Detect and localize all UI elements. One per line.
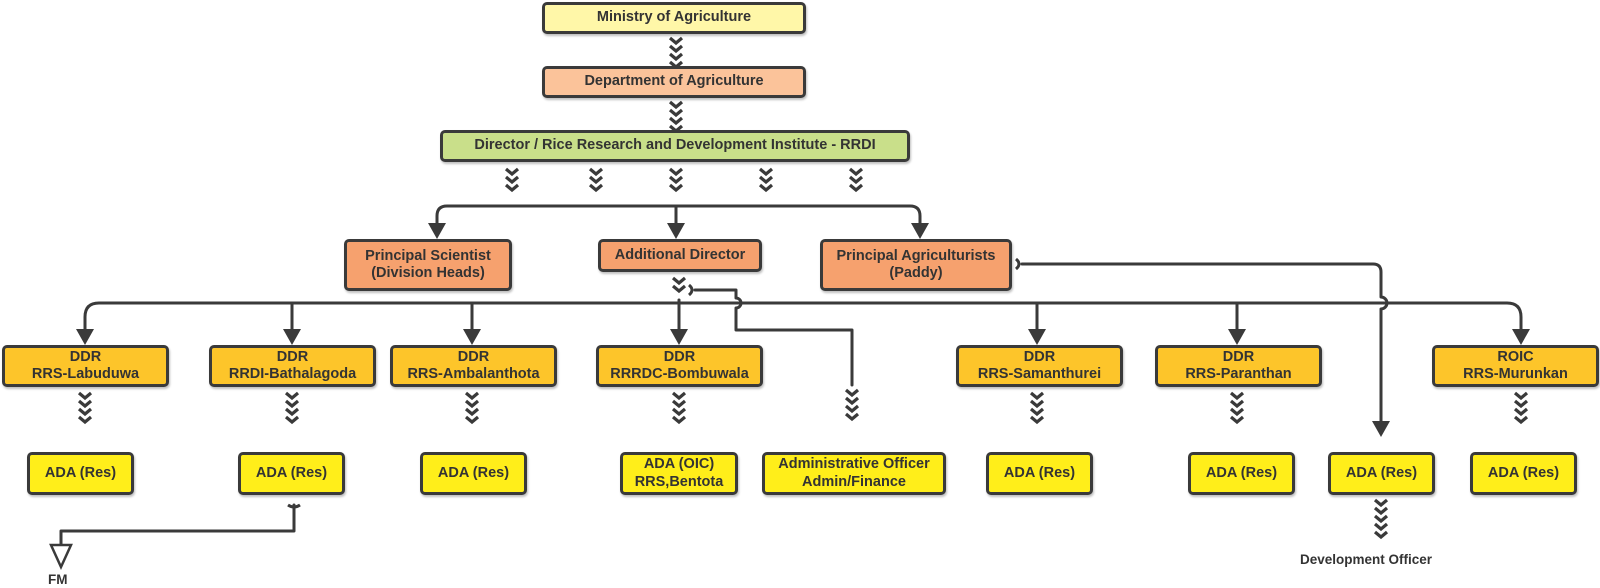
- ada-samanthurei-label: ADA (Res): [1003, 464, 1076, 481]
- director-box: Director / Rice Research and Development…: [440, 130, 910, 162]
- arrowhead-ada-extra: [1372, 421, 1390, 437]
- connector-agriculturists-to-ada: [1020, 262, 1389, 427]
- arrowhead-ddr-labuduwa: [76, 329, 94, 345]
- chevron-department-to-director: [668, 100, 684, 134]
- ada-bathalagoda-box: ADA (Res): [238, 452, 345, 495]
- ada-murunkan-box: ADA (Res): [1470, 452, 1577, 495]
- arrowhead-ddr-bombuwala: [670, 329, 688, 345]
- principal-scientist-title: Principal Scientist: [365, 247, 491, 264]
- fm-arrow-icon: [49, 543, 73, 571]
- ada-bentota-box: ADA (OIC) RRS,Bentota: [620, 452, 738, 495]
- ddr-paranthan-title: DDR: [1222, 348, 1255, 365]
- principal-scientist-box: Principal Scientist (Division Heads): [344, 239, 512, 291]
- ddr-bombuwala-box: DDR RRRDC-Bombuwala: [596, 345, 763, 387]
- roic-murunkan-title: ROIC: [1497, 348, 1534, 365]
- ministry-label: Ministry of Agriculture: [596, 9, 752, 26]
- admin-officer-subtitle: Admin/Finance: [802, 473, 906, 490]
- connector-ddr-bus: [83, 301, 1523, 337]
- ddr-labuduwa-station: RRS-Labuduwa: [31, 366, 140, 382]
- ada-murunkan-label: ADA (Res): [1487, 464, 1560, 481]
- ddr-labuduwa-box: DDR RRS-Labuduwa: [2, 345, 169, 387]
- ddr-labuduwa-title: DDR: [69, 348, 102, 365]
- ddr-samanthurei-box: DDR RRS-Samanthurei: [956, 345, 1123, 387]
- chevron-director-row-1: [504, 167, 520, 193]
- ada-extra-label: ADA (Res): [1345, 464, 1418, 481]
- chevron-ddr-to-ada-samanthurei: [1029, 391, 1045, 425]
- ddr-paranthan-station: RRS-Paranthan: [1185, 366, 1292, 382]
- admin-officer-box: Administrative Officer Admin/Finance: [762, 452, 946, 495]
- admin-officer-title: Administrative Officer: [778, 456, 930, 473]
- ada-labuduwa-label: ADA (Res): [44, 464, 117, 481]
- additional-director-box: Additional Director: [598, 239, 762, 272]
- chevron-ddr-to-ada-labuduwa: [77, 391, 93, 425]
- ada-extra-box: ADA (Res): [1328, 452, 1435, 495]
- fm-label: FM: [48, 572, 68, 587]
- connector-director-branch: [435, 204, 922, 231]
- ada-bathalagoda-label: ADA (Res): [255, 464, 328, 481]
- chevron-director-row-2: [588, 167, 604, 193]
- ddr-bombuwala-title: DDR: [663, 348, 696, 365]
- ada-ambalanthota-label: ADA (Res): [437, 464, 510, 481]
- ddr-paranthan-box: DDR RRS-Paranthan: [1155, 345, 1322, 387]
- ministry-box: Ministry of Agriculture: [542, 2, 806, 34]
- principal-agriculturists-box: Principal Agriculturists (Paddy): [820, 239, 1012, 291]
- chevron-ministry-to-department: [668, 36, 684, 70]
- department-label: Department of Agriculture: [584, 73, 764, 90]
- arrowhead-ddr-2: [463, 329, 481, 345]
- chevron-additional-director: [671, 276, 687, 294]
- arrowhead-ddr-1: [283, 329, 301, 345]
- chevron-ada-to-development-officer: [1373, 498, 1389, 540]
- arrowhead-ddr-3: [1028, 329, 1046, 345]
- additional-director-label: Additional Director: [614, 246, 746, 263]
- principal-agriculturists-subtitle: (Paddy): [889, 265, 943, 281]
- ada-paranthan-box: ADA (Res): [1188, 452, 1295, 495]
- ddr-bathalagoda-box: DDR RRDI-Bathalagoda: [209, 345, 376, 387]
- chevron-ddr-to-ada-murunkan: [1513, 391, 1529, 425]
- roic-murunkan-station: RRS-Murunkan: [1463, 366, 1568, 382]
- director-label: Director / Rice Research and Development…: [474, 137, 876, 154]
- chevron-director-row-5: [848, 167, 864, 193]
- ddr-ambalanthota-title: DDR: [457, 348, 490, 365]
- arrowhead-additional-director: [667, 223, 685, 239]
- ada-ambalanthota-box: ADA (Res): [420, 452, 527, 495]
- chevron-ddr-to-ada-ambalanthota: [464, 391, 480, 425]
- connector-additional-to-admin: [693, 288, 854, 387]
- ada-bentota-title: ADA (OIC): [643, 456, 715, 473]
- ddr-ambalanthota-box: DDR RRS-Ambalanthota: [390, 345, 557, 387]
- ada-paranthan-label: ADA (Res): [1205, 464, 1278, 481]
- chevron-director-row-3: [668, 167, 684, 193]
- development-officer-label: Development Officer: [1300, 552, 1433, 567]
- chevron-ddr-to-ada-bathalagoda: [284, 391, 300, 425]
- chevron-ddr-to-ada-bombuwala: [671, 391, 687, 425]
- arrowhead-principal-agriculturists: [911, 223, 929, 239]
- chevron-director-row-4: [758, 167, 774, 193]
- ddr-bathalagoda-title: DDR: [276, 348, 309, 365]
- arrowhead-roic-murunkan: [1512, 329, 1530, 345]
- connector-fork-mark-2: [1014, 257, 1021, 271]
- roic-murunkan-box: ROIC RRS-Murunkan: [1432, 345, 1599, 387]
- ada-samanthurei-box: ADA (Res): [986, 452, 1093, 495]
- ddr-ambalanthota-station: RRS-Ambalanthota: [407, 366, 540, 382]
- arrowhead-ddr-4: [1228, 329, 1246, 345]
- ada-bentota-station: RRS,Bentota: [634, 473, 724, 490]
- ddr-samanthurei-station: RRS-Samanthurei: [977, 366, 1102, 382]
- connector-bathalagoda-to-fm: [59, 503, 296, 547]
- ddr-bombuwala-station: RRRDC-Bombuwala: [610, 366, 749, 382]
- ddr-bathalagoda-station: RRDI-Bathalagoda: [228, 366, 357, 382]
- ddr-samanthurei-title: DDR: [1023, 348, 1056, 365]
- chevron-admin-officer: [844, 388, 860, 422]
- ada-labuduwa-box: ADA (Res): [27, 452, 134, 495]
- principal-scientist-subtitle: (Division Heads): [371, 265, 485, 281]
- principal-agriculturists-title: Principal Agriculturists: [836, 247, 996, 264]
- arrowhead-principal-scientist: [428, 223, 446, 239]
- department-box: Department of Agriculture: [542, 66, 806, 98]
- connector-fork-mark-3: [287, 503, 301, 509]
- chevron-ddr-to-ada-paranthan: [1229, 391, 1245, 425]
- connector-fork-mark: [687, 283, 694, 297]
